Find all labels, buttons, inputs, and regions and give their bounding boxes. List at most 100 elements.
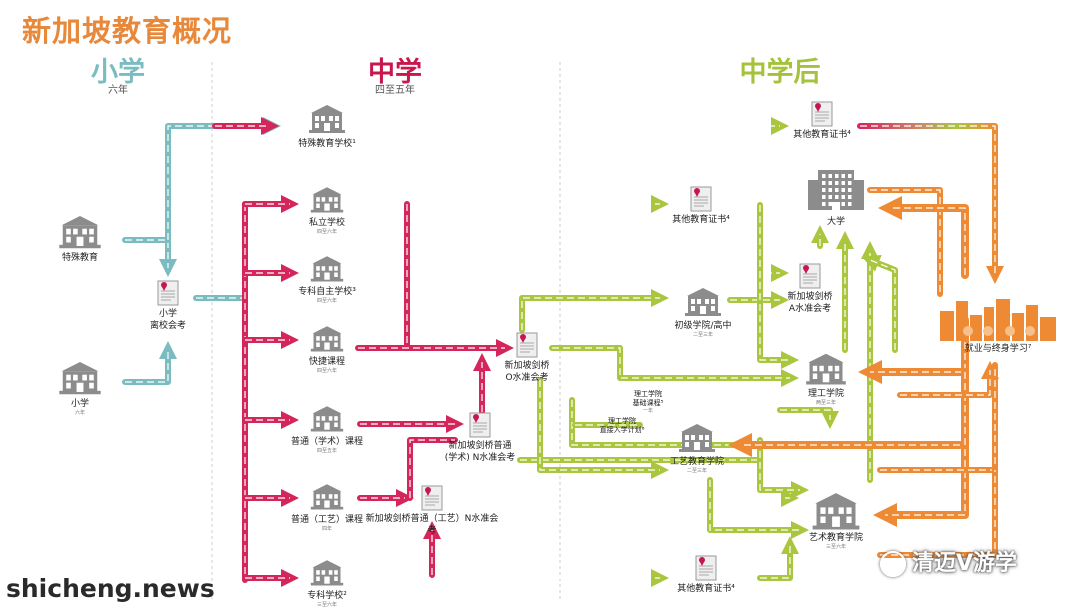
node-label: 理工学院 基础课程⁵ — [632, 390, 664, 407]
watermark-text: shicheng.news — [6, 574, 215, 603]
arrow-ntlevel-to-na-dash — [409, 439, 455, 498]
node-polytechnic: 理工学院两至三年 — [756, 350, 896, 407]
column-subheading-secondary: 四至五年 — [375, 85, 415, 96]
arrow-olevel-to-ite-dash — [539, 380, 660, 471]
node-sublabel: 四至六年 — [316, 298, 337, 304]
certificate-icon — [695, 555, 717, 581]
wechat-text: 清迈V游学 — [912, 551, 1018, 576]
node-sublabel: 三至六年 — [825, 544, 846, 550]
node-sublabel: 两至三年 — [815, 400, 836, 406]
certificate-icon — [469, 412, 491, 438]
node-primary-school: 小学六年 — [10, 358, 150, 417]
node-n-level-tech: 新加坡剑桥普通（工艺）N水准会考 — [362, 485, 502, 537]
node-sublabel: 二至三年 — [686, 468, 707, 474]
school-building-icon — [310, 187, 344, 213]
node-label: 普通（工艺）课程 — [290, 515, 363, 525]
school-building-icon — [310, 560, 344, 586]
node-label: 专科学校² — [307, 591, 347, 601]
node-other-cert-bottom: 其他教育证书⁴ — [636, 555, 776, 595]
school-building-icon — [310, 484, 344, 510]
certificate-icon — [799, 263, 821, 289]
wechat-icon — [880, 551, 906, 577]
node-poly-dpp: 理工学院 直接入学计划⁶ — [552, 417, 692, 435]
arrow-primary-to-psle-dash — [125, 350, 169, 383]
page-title: 新加坡教育概况 — [22, 14, 233, 48]
arrow-employment-to-uni-dash — [890, 207, 966, 275]
node-label: 快捷课程 — [308, 357, 345, 367]
node-label: 工艺教育学院 — [669, 457, 724, 467]
node-special-school: 特殊教育学校¹ — [257, 100, 397, 150]
node-normal-academic: 普通（学术）课程四至五年 — [257, 402, 397, 455]
node-arts: 艺术教育学院三至六年 — [766, 490, 906, 551]
node-label: 理工学院 — [807, 389, 844, 399]
node-jc: 初级学院/高中二至三年 — [633, 284, 773, 339]
node-label: 其他教育证书⁴ — [672, 215, 730, 225]
node-sublabel: 四年 — [321, 526, 332, 532]
certificate-icon — [811, 101, 833, 127]
school-building-icon — [806, 353, 846, 385]
column-heading-primary: 小学 — [91, 57, 145, 88]
node-a-level: 新加坡剑桥 A水准会考 — [740, 263, 880, 315]
arrow-poly-to-ite — [777, 407, 839, 429]
school-building-icon — [59, 216, 101, 249]
node-label: 特殊教育学校¹ — [298, 139, 356, 149]
node-label: 私立学校 — [308, 218, 345, 228]
certificate-icon — [516, 332, 538, 358]
school-building-icon — [812, 493, 860, 530]
node-normal-technical: 普通（工艺）课程四年 — [257, 480, 397, 533]
arrow-olevel-to-jc-dash — [521, 297, 660, 330]
node-label: 就业与终身学习⁷ — [964, 344, 1032, 354]
arrow-ite-to-arts-b-dash — [709, 480, 800, 531]
node-ite: 工艺教育学院二至三年 — [627, 420, 767, 475]
node-label: 初级学院/高中 — [674, 321, 732, 331]
node-o-level: 新加坡剑桥 O水准会考 — [457, 332, 597, 384]
arrow-uni-to-employment-dash — [870, 189, 941, 294]
node-label: 新加坡剑桥 A水准会考 — [787, 292, 833, 314]
node-label: 大学 — [826, 217, 845, 227]
arrow-cert-to-arts — [757, 536, 799, 581]
column-subheading-primary: 六年 — [108, 85, 128, 96]
node-sublabel: 四至六年 — [316, 368, 337, 374]
node-label: 小学 离校会考 — [149, 309, 186, 331]
certificate-icon — [690, 186, 712, 212]
node-sublabel: 三至六年 — [316, 602, 337, 608]
node-other-cert-mid: 其他教育证书⁴ — [631, 186, 771, 226]
node-university: 大学 — [766, 166, 906, 228]
node-employment: 就业与终身学习⁷ — [928, 297, 1068, 355]
arrow-arts-to-employment-dash — [880, 470, 996, 556]
arrow-special-to-special-school-dash — [167, 125, 272, 240]
node-label: 小学 — [70, 399, 89, 409]
university-building-icon — [808, 170, 864, 210]
node-express: 快捷课程四至六年 — [257, 322, 397, 375]
school-building-icon — [59, 362, 101, 395]
wechat-badge: 清迈V游学 — [880, 545, 1017, 577]
node-sublabel: 四至五年 — [316, 448, 337, 454]
school-building-icon — [310, 406, 344, 432]
arrow-cert-to-poly-dash — [759, 205, 790, 361]
node-other-cert-top: 其他教育证书⁴ — [752, 101, 892, 141]
node-sublabel: 一年 — [642, 408, 653, 414]
node-psle: 小学 离校会考 — [98, 280, 238, 332]
node-label: 艺术教育学院 — [808, 533, 863, 543]
arrow-cert-to-employment-dash — [860, 125, 996, 275]
school-building-icon — [679, 424, 715, 452]
node-sublabel: 四至六年 — [316, 229, 337, 235]
arrow-poly-uni-b-dash — [869, 259, 896, 350]
node-label: 新加坡剑桥普通（工艺）N水准会考 — [365, 514, 499, 536]
arrow-ite-to-arts-dash — [759, 440, 800, 491]
arrow-ite-to-employment — [877, 362, 998, 473]
certificate-icon — [157, 280, 179, 306]
city-skyline-icon — [940, 299, 1056, 341]
column-heading-post: 中学后 — [739, 57, 821, 88]
arrow-olevel-to-poly-dash — [552, 347, 790, 379]
node-label: 特殊教育 — [61, 253, 98, 263]
node-label: 新加坡剑桥 O水准会考 — [504, 361, 550, 383]
arrow-poly-to-employment-dash — [900, 370, 991, 396]
column-heading-secondary: 中学 — [368, 57, 422, 88]
arrow-ite-to-employment-dash — [880, 365, 996, 471]
